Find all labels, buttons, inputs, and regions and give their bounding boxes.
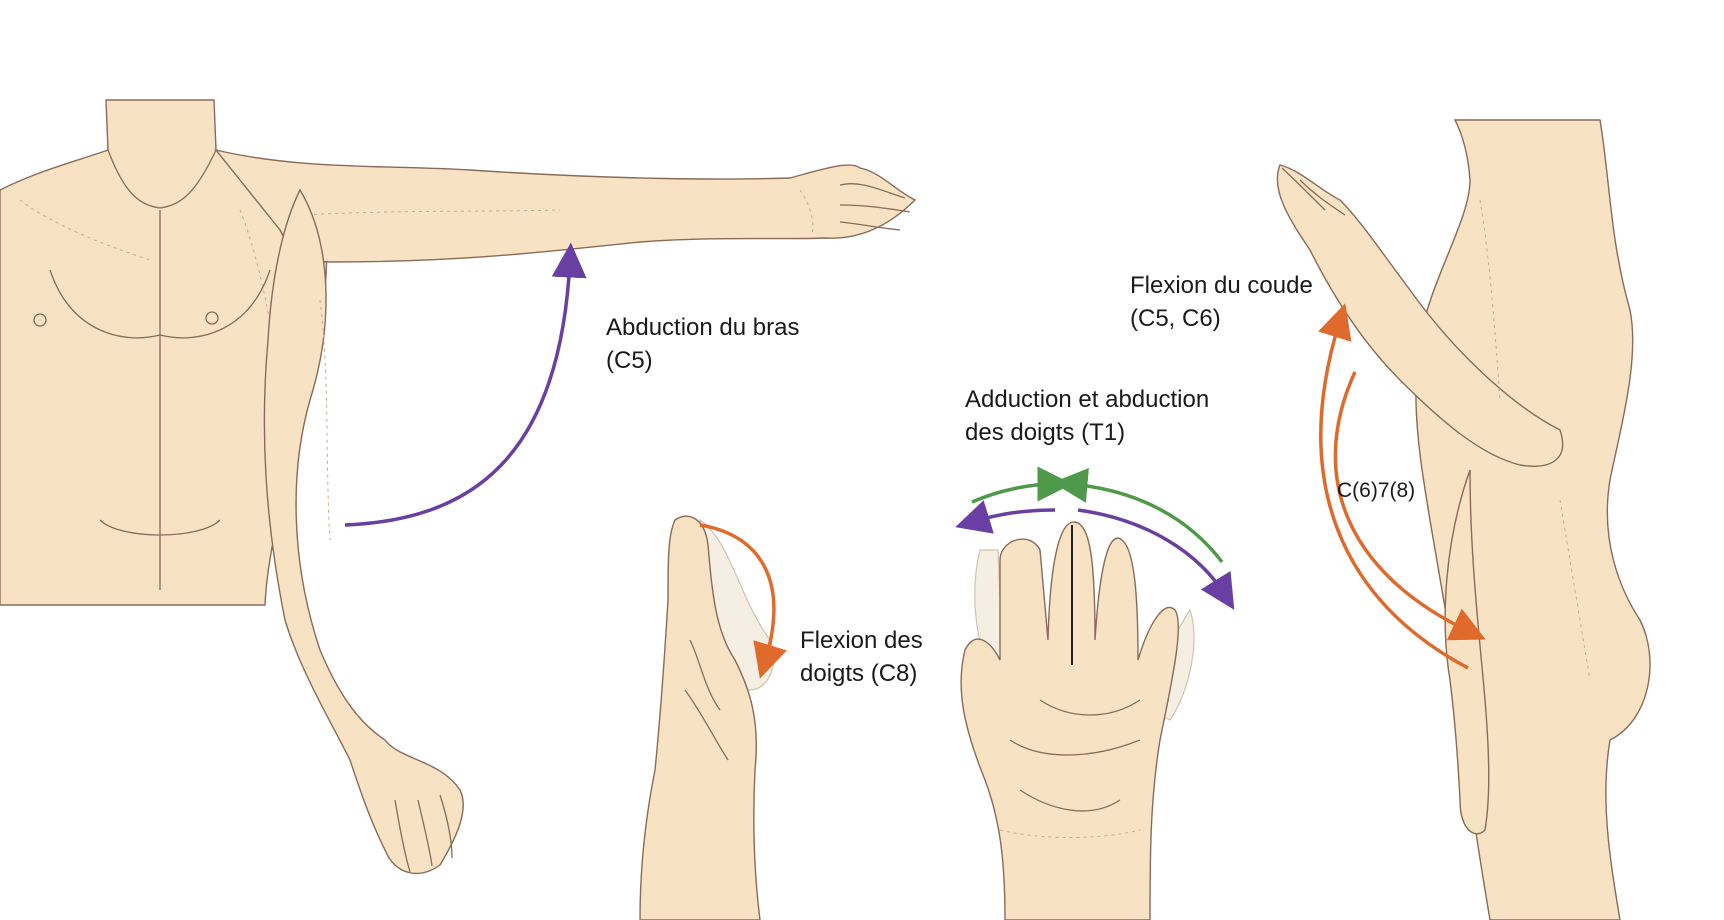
elbow-extension-arrow [1333,371,1486,641]
palm-dermatome-dots [999,829,1141,838]
arm-abduction-arrow [344,242,587,527]
finger-flexion-arrow [699,523,787,679]
finger-ab-adduction-label-line1: Adduction et abduction [965,386,1209,413]
side-body-illustration [1415,119,1651,920]
flexion-hand-contour [684,639,729,761]
torso-contour-lines [49,149,271,590]
arm-abduction-label-line2: (C5) [606,347,653,374]
finger-abduction-arrow-left [955,500,1056,534]
figure-finger-ab-adduction: Adduction et abduction des doigts (T1) [955,386,1235,920]
left-nipple [33,313,47,327]
palm-creases [1009,699,1141,812]
hanging-arm-dermatome-dots [319,299,331,541]
flexion-hand-illustration [639,515,761,920]
finger-adduction-arrow-right [1052,468,1224,564]
lifted-hand-fingers [1281,167,1346,216]
torso-dermatome-dots [19,199,281,381]
elbow-flexion-label-line2: (C5, C6) [1130,305,1221,332]
hanging-arm-illustration [263,188,464,875]
figure-finger-flexion: Flexion des doigts (C8) [639,515,923,920]
side-body-dermatome-dots [1479,199,1591,681]
finger-flexion-label-line2: doigts (C8) [800,660,917,687]
raised-arm-illustration [214,148,917,263]
figure-arm-abduction: Abduction du bras (C5) [0,99,917,875]
hand-fingers-top [839,183,911,231]
finger-ab-adduction-label-line2: des doigts (T1) [965,419,1125,446]
palm-hand-illustration [960,521,1179,920]
finger-adduction-arrow-left [971,466,1073,504]
figure-elbow-flexion: Flexion du coude (C5, C6) C(6)7(8) [1130,119,1651,920]
raised-arm-dermatome-dots [299,189,814,236]
arm-abduction-label-line1: Abduction du bras [606,314,799,341]
finger-abduction-arrow-right [1077,508,1235,610]
lifted-forearm-illustration [1276,164,1564,467]
elbow-extension-label: C(6)7(8) [1337,479,1415,502]
right-nipple [205,311,219,325]
hanging-hand-fingers [394,794,453,873]
elbow-flexion-label-line1: Flexion du coude [1130,272,1313,299]
elbow-flexion-arrow [1318,303,1469,670]
finger-flexion-label-line1: Flexion des [800,627,923,654]
